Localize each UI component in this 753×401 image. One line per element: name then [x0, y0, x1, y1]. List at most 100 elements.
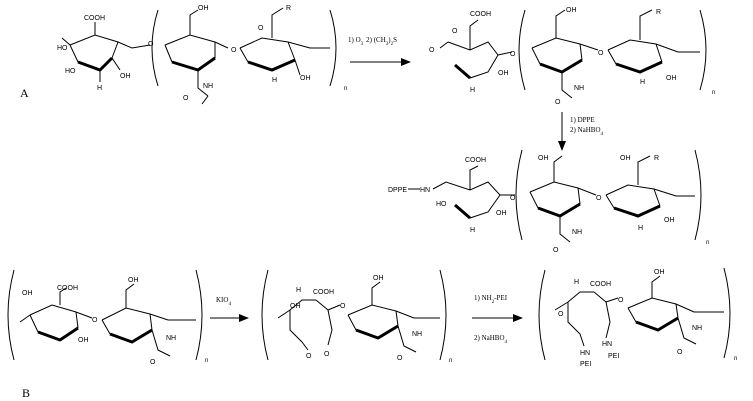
pei-label: PEI — [580, 361, 591, 368]
repeat-n: n — [734, 356, 737, 362]
reduced-ring-a — [432, 165, 515, 220]
o-label: O — [510, 51, 516, 58]
reagent-part: 2) (CH — [366, 36, 386, 44]
h-label: H — [272, 77, 277, 84]
h-label: H — [296, 287, 301, 294]
reagent-part: 2) NaHBO — [570, 126, 601, 134]
oh-label: OH — [78, 337, 89, 344]
close-paren — [439, 269, 447, 361]
h-label: H — [640, 79, 645, 86]
cooh-label: COOH — [465, 157, 486, 164]
repeat-n: n — [712, 90, 715, 96]
oh-label: OH — [128, 277, 139, 284]
reaction-b2-line2: 2) NaHBO4 — [474, 334, 508, 345]
repeat-n: n — [706, 240, 709, 246]
o-label: O — [558, 311, 564, 318]
nh-label: NH — [203, 83, 213, 90]
close-paren — [195, 269, 203, 361]
oh-label: OH — [120, 73, 131, 80]
glcnac-ring-a2 — [531, 9, 599, 99]
o-label: O — [340, 303, 346, 310]
dppe-label: DPPE — [388, 187, 407, 194]
reagent-sub: 3 — [386, 42, 389, 47]
nh-label: NH — [572, 229, 582, 236]
reagent-part: KIO — [216, 296, 228, 304]
o-label: O — [553, 247, 559, 254]
pei-label: PEI — [608, 353, 619, 360]
h-label: H — [638, 225, 643, 232]
open-paren — [7, 269, 15, 361]
o-label: O — [677, 349, 683, 356]
o-label: O — [324, 351, 330, 358]
reagent-part: 2) NaHBO — [474, 334, 505, 342]
oh-label: OH — [654, 269, 665, 276]
cooh-label: COOH — [590, 281, 611, 288]
glucuronic-ring-a3 — [607, 9, 700, 74]
glucuronic-ring-a4 — [605, 155, 695, 218]
close-paren — [329, 9, 337, 87]
open-paren — [261, 269, 269, 361]
cooh-label: COOH — [313, 289, 334, 296]
opened-ring-b2 — [554, 291, 619, 347]
r-label: R — [286, 5, 291, 12]
reaction-b2-line1: 1) NH2-PEI — [474, 294, 508, 305]
o-label: O — [510, 195, 516, 202]
o-label: O — [429, 47, 435, 54]
oh-label: OH — [664, 217, 675, 224]
h-label: H — [97, 85, 102, 92]
o-label: O — [183, 95, 189, 102]
panel-a-dppe-conjugate: DPPE HN COOH HO OH H O OH NH O O — [388, 149, 709, 254]
reagent-part: 1) O — [348, 36, 361, 44]
reagent-sub: 4 — [228, 302, 231, 307]
panel-a-label: A — [20, 86, 29, 100]
repeat-n: n — [344, 86, 347, 92]
hn-label: HN — [602, 341, 612, 348]
o-label: O — [618, 297, 624, 304]
nh-label: NH — [692, 325, 702, 332]
o-label: O — [397, 355, 403, 362]
open-paren — [518, 9, 526, 91]
oh-label: OH — [538, 155, 549, 162]
oh-label: OH — [666, 75, 677, 82]
ho-label: HO — [57, 45, 68, 52]
glcnac-ring-a1 — [164, 9, 229, 105]
oh-label: OH — [22, 290, 33, 297]
panel-b-dialdehyde: COOH H OH O O O OH NH O n — [261, 269, 452, 364]
o-label: O — [596, 195, 602, 202]
glcnac-ring-b3 — [627, 275, 697, 345]
cooh-label: COOH — [57, 285, 78, 292]
o-label: O — [598, 50, 604, 57]
r-label: R — [656, 9, 661, 16]
nh-label: NH — [412, 331, 422, 338]
panel-b-label: B — [22, 386, 30, 400]
oh-label: OH — [566, 7, 577, 14]
close-paren — [699, 9, 707, 91]
reaction-a2-line1: 1) DPPE — [570, 116, 595, 124]
close-paren — [694, 149, 702, 241]
o-label: O — [150, 359, 156, 366]
nh-label: NH — [574, 85, 584, 92]
repeat-n: n — [205, 358, 208, 364]
nh-label: NH — [166, 335, 176, 342]
o-label: O — [452, 28, 458, 35]
cooh-label: COOH — [470, 11, 491, 18]
o-label: O — [306, 353, 312, 360]
glcnac-ring-a3 — [529, 155, 597, 243]
reagent-part: ) — [388, 36, 391, 44]
h-label: H — [470, 227, 475, 234]
oh-label: OH — [496, 210, 507, 217]
glucuronic-ring-a2 — [239, 7, 330, 76]
reagent-sub: 2 — [391, 42, 394, 47]
reagent-part: -PEI — [494, 294, 508, 302]
opened-ring-a — [439, 19, 513, 80]
reagent-part: 1) NH — [474, 294, 492, 302]
open-paren — [538, 269, 546, 361]
o-label: O — [148, 41, 154, 48]
panel-b-pei-conjugate: COOH H O HN PEI HN PEI O OH NH O n — [538, 267, 737, 368]
reagent-sub: 4 — [601, 132, 604, 137]
o-label: O — [231, 47, 237, 54]
open-paren — [151, 9, 159, 87]
oh-label: OH — [620, 155, 631, 162]
glcnac-ring-b1 — [101, 283, 171, 357]
